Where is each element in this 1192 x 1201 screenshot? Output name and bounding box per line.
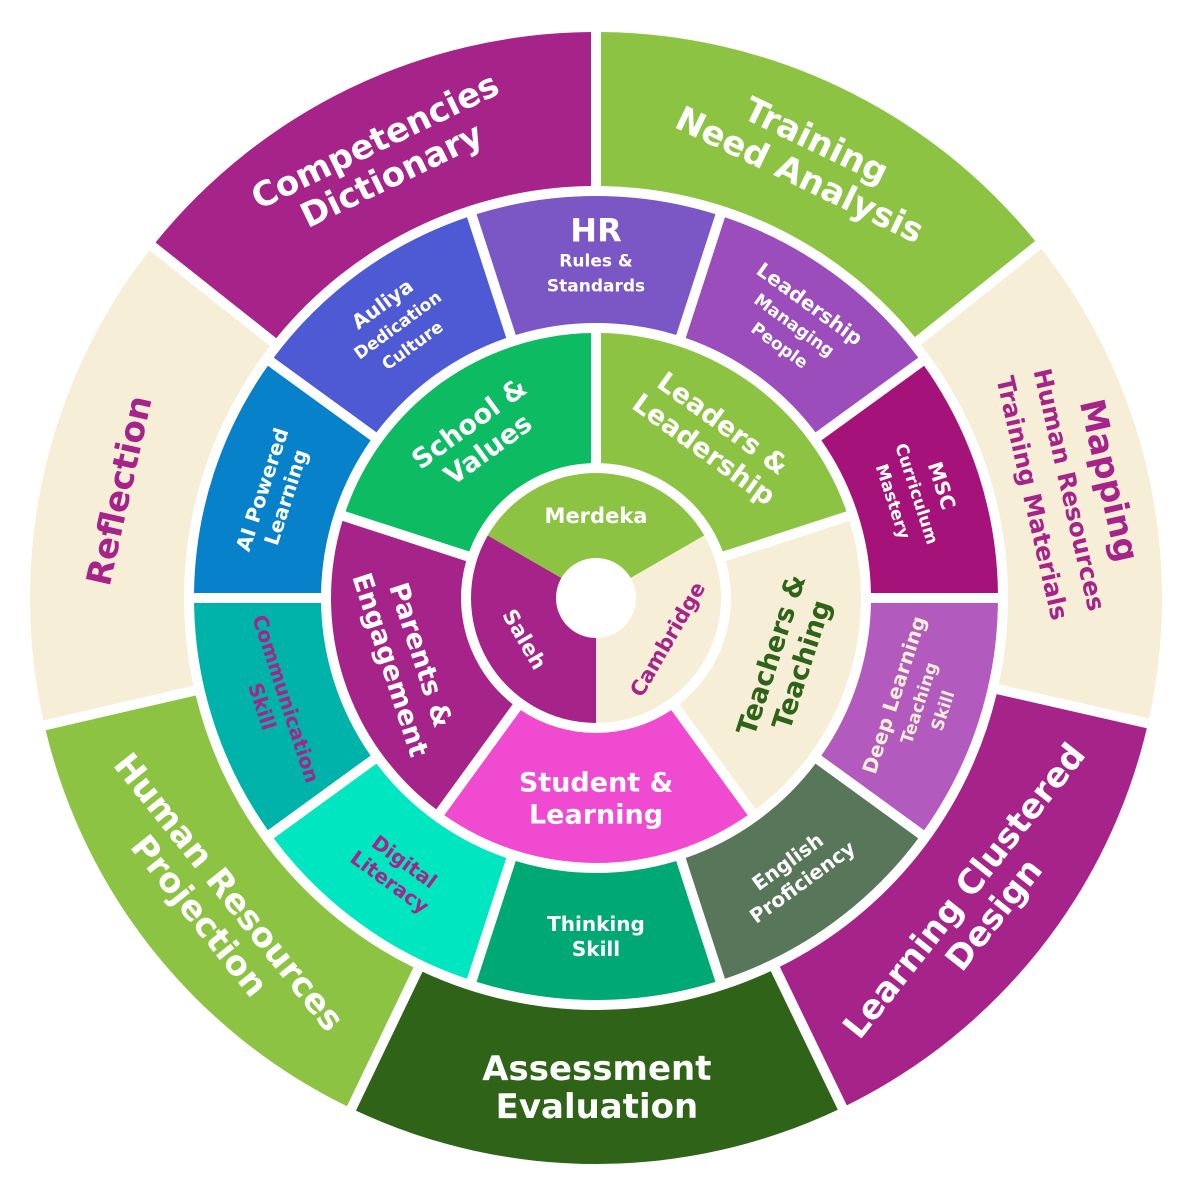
segment-mapping-human-resources-training-materials: MappingHuman ResourcesTraining Materials xyxy=(921,248,1162,719)
segment-label-line: Standards xyxy=(547,277,645,297)
segment-shape xyxy=(471,535,596,723)
segment-shape xyxy=(476,196,716,335)
segment-shape xyxy=(273,763,507,979)
segment-shape xyxy=(476,861,716,1001)
segment-shape xyxy=(273,217,507,433)
segment-shape xyxy=(921,248,1162,719)
segment-shape xyxy=(600,333,847,552)
segment-shape xyxy=(155,32,592,339)
segment-shape xyxy=(355,971,838,1164)
segment-shape xyxy=(331,520,513,810)
segment-training-need-analysis: TrainingNeed Analysis xyxy=(600,32,1036,338)
segment-msc-curriculum-mastery: MSCCurriculumMastery xyxy=(821,365,998,594)
segment-shape xyxy=(45,695,414,1107)
segment-shape xyxy=(194,602,371,831)
segment-label-line: Learning xyxy=(529,799,663,830)
segment-label-line: HR xyxy=(570,212,621,250)
segment-shape xyxy=(821,365,998,594)
segment-shape xyxy=(821,602,998,831)
segment-cambridge: Cambridge xyxy=(596,535,721,723)
segment-label-line: Merdeka xyxy=(545,504,648,528)
segment-communication-skill: CommunicationSkill xyxy=(194,602,371,831)
segment-ai-powered-learning: AI PoweredLearning xyxy=(194,365,371,594)
segment-label-line: Rules & xyxy=(559,252,633,272)
segment-student-and-learning: Student &Learning xyxy=(444,710,748,863)
segment-shape xyxy=(345,333,592,552)
segment-teachers-and-teaching: Teachers &Teaching xyxy=(679,520,861,810)
segment-shape xyxy=(685,217,919,433)
segment-label-line: Thinking xyxy=(547,912,645,936)
segment-shape xyxy=(596,535,721,723)
segment-leaders-and-leadership: Leaders &Leadership xyxy=(600,333,847,552)
segment-school-and-values: School &Values xyxy=(345,333,592,552)
segment-label: Merdeka xyxy=(545,504,648,528)
segment-deep-learning-teaching-skill: Deep LearningTeachingSkill xyxy=(821,602,998,831)
center-hole xyxy=(558,560,634,636)
segment-shape xyxy=(679,520,861,810)
segment-saleh: Saleh xyxy=(471,535,596,723)
segment-label: Student &Learning xyxy=(519,767,673,830)
segment-shape xyxy=(444,710,748,863)
segment-shape xyxy=(600,32,1036,338)
segment-label-line: Student & xyxy=(519,767,673,798)
segment-competencies-dictionary: CompetenciesDictionary xyxy=(155,32,592,339)
segment-english-proficiency: EnglishProficiency xyxy=(685,763,919,979)
segment-shape xyxy=(779,694,1147,1106)
segment-shape xyxy=(29,250,271,721)
segment-shape xyxy=(685,763,919,979)
segment-merdeka: Merdeka xyxy=(487,473,705,578)
segment-shape xyxy=(487,473,705,578)
segment-label-line: Evaluation xyxy=(496,1087,699,1127)
segment-reflection: Reflection xyxy=(29,250,271,721)
segment-digital-literacy: DigitalLiteracy xyxy=(273,763,507,979)
segment-label-line: Assessment xyxy=(482,1049,711,1089)
segment-label-line: Skill xyxy=(572,937,620,961)
segment-auliya-dedication-culture: AuliyaDedicationCulture xyxy=(273,217,507,433)
segment-shape xyxy=(194,365,371,594)
